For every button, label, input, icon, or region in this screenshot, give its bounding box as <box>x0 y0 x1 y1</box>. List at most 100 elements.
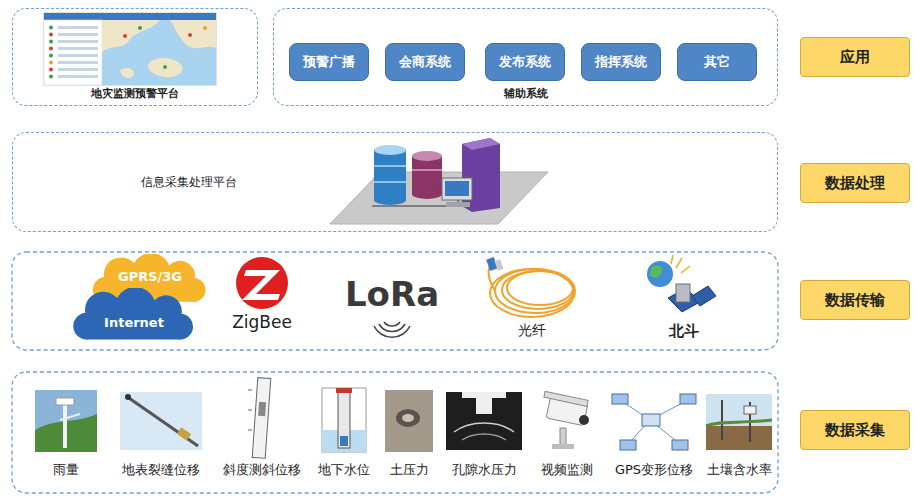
cylinder-top <box>374 145 406 155</box>
lora-signal <box>374 322 410 337</box>
cylinder-band <box>374 165 406 167</box>
protocol-logo-text: LoRa <box>345 274 439 314</box>
cctv-camera <box>544 391 589 449</box>
logo-circle <box>236 257 288 309</box>
storage-cylinder <box>374 195 406 205</box>
protocol-name: ZigBee <box>232 312 292 332</box>
processing-panel: 信息采集处理平台 <box>12 132 778 232</box>
node-text: Internet <box>104 315 164 330</box>
node-text: 其它 <box>704 53 730 71</box>
cylinder-band <box>412 169 442 171</box>
layer-label: 应用 <box>800 37 910 77</box>
pile-cap <box>462 392 506 398</box>
section-ground <box>446 392 522 450</box>
sensor-caption: 斜度测斜位移 <box>223 461 301 479</box>
gauge-pole <box>63 402 67 448</box>
screen-header <box>44 13 216 20</box>
system-box: 发布系统 <box>485 43 565 81</box>
sensor-caption: 雨量 <box>53 461 79 479</box>
map-land <box>170 20 216 48</box>
pressure-bulb <box>462 434 506 440</box>
monitor <box>442 178 472 200</box>
coil-loops <box>490 269 575 317</box>
zigbee-logo <box>236 257 288 309</box>
database-cylinder <box>412 189 442 199</box>
pore-pressure-figure <box>446 392 522 450</box>
list-dots <box>49 26 53 79</box>
sensor-pit <box>396 409 420 427</box>
fibre-connector <box>494 259 503 270</box>
node-text: GPRS/3G <box>118 269 182 284</box>
photo-sky <box>35 390 97 452</box>
node-text: 数据传输 <box>825 291 885 310</box>
sensor-caption: 土壤含水率 <box>707 461 772 479</box>
satellite-body <box>676 284 690 302</box>
layer-label: 数据传输 <box>800 280 910 320</box>
layer-label: 数据处理 <box>800 163 910 203</box>
photo-soil <box>706 426 772 450</box>
node-text: 数据处理 <box>825 174 885 193</box>
solar-panel <box>692 286 716 306</box>
sensor-panel <box>12 372 778 493</box>
pressure-cell <box>402 414 414 422</box>
fibre-coil <box>486 257 575 317</box>
gps-server <box>642 414 660 426</box>
node-text: 地灾监测预警平台 <box>91 86 179 101</box>
photo-sky <box>120 392 202 450</box>
groundwater-well <box>322 388 366 452</box>
platform-panel: 地灾监测预警平台 <box>12 8 258 106</box>
logger-box <box>744 406 756 414</box>
map-markers <box>123 26 207 69</box>
gps-station <box>620 440 636 450</box>
gauge-arm <box>60 414 80 420</box>
gauge-top <box>56 398 74 405</box>
system-box: 其它 <box>677 43 757 81</box>
layer-label: 数据采集 <box>800 410 910 450</box>
map-land <box>102 20 160 52</box>
node-text: 发布系统 <box>499 53 551 71</box>
keyboard <box>446 202 470 207</box>
grass <box>706 420 772 426</box>
tick <box>248 430 252 431</box>
screen-frame <box>44 13 216 85</box>
sensor-caption: 孔隙水压力 <box>452 461 517 479</box>
platform-screenshot <box>44 13 216 85</box>
transport-panel <box>12 252 778 350</box>
list-rows <box>58 26 98 78</box>
server-illustration <box>330 138 548 224</box>
mount-base <box>552 444 574 449</box>
camera-hood <box>544 391 588 406</box>
node-text: 应用 <box>840 48 870 67</box>
medium-name: 北斗 <box>669 322 699 341</box>
cylinder-top <box>412 151 442 161</box>
tick <box>248 410 252 411</box>
node-text: 信息采集处理平台 <box>141 174 237 191</box>
map-island <box>148 58 183 77</box>
globe <box>647 261 673 287</box>
cloud-outline <box>73 288 193 340</box>
gps-network <box>612 394 696 450</box>
satellite <box>647 255 716 312</box>
probe <box>258 402 266 416</box>
well-pipe <box>338 392 350 448</box>
sensor-caption: 土压力 <box>390 461 429 479</box>
medium-name: 光纤 <box>518 322 546 340</box>
signal-rays <box>671 255 690 273</box>
node-text: 会商系统 <box>399 53 451 71</box>
sensor-caption: 视频监测 <box>541 461 593 479</box>
node-text: 辅助系统 <box>504 86 548 101</box>
sensor-caption: 地下水位 <box>318 461 370 479</box>
rain-gauge-photo <box>35 390 97 452</box>
server-tower <box>462 138 500 212</box>
monitor-screen <box>445 181 469 196</box>
sensor-caption: 地表裂缝位移 <box>122 461 200 479</box>
map-island <box>120 68 134 78</box>
network-lines <box>620 400 688 444</box>
meter-box <box>177 427 191 440</box>
system-box: 会商系统 <box>385 43 465 81</box>
map-sea <box>102 20 216 85</box>
inclinometer-tube <box>252 378 271 459</box>
system-box: 指挥系统 <box>581 43 661 81</box>
meter-anchor <box>125 394 131 400</box>
